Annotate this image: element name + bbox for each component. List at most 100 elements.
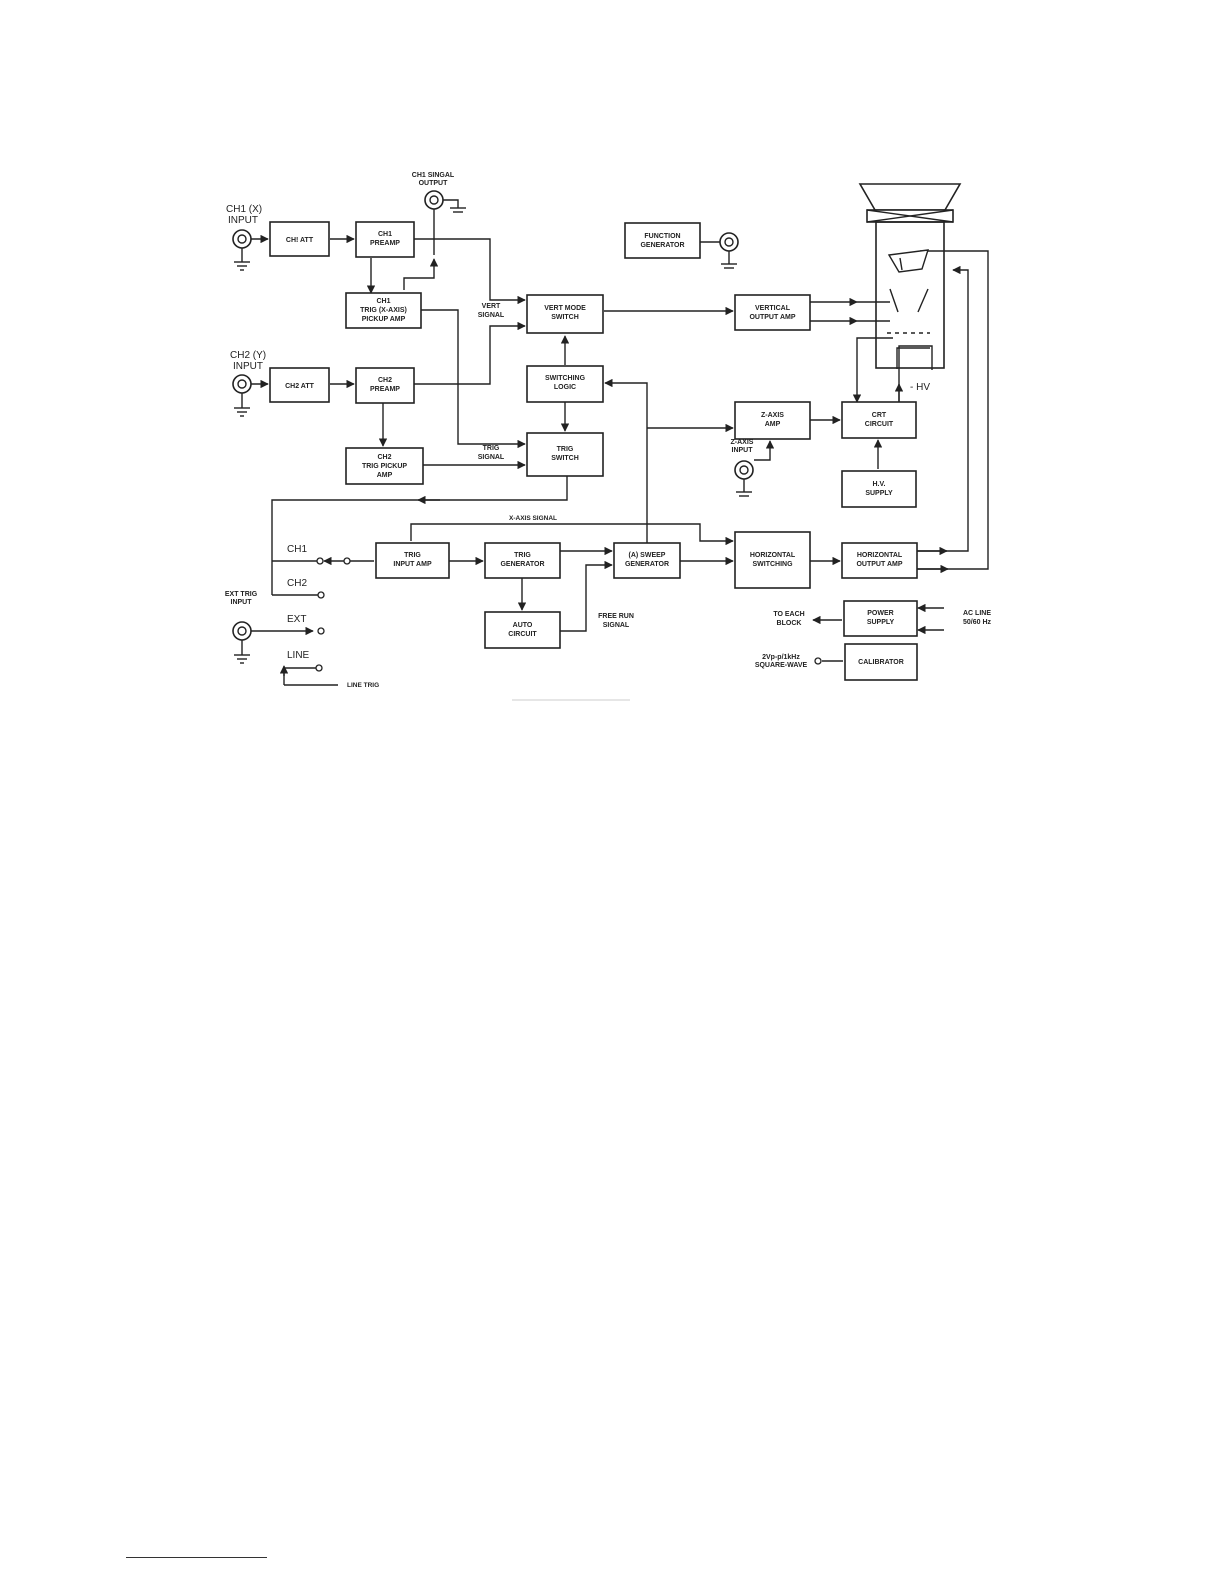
svg-text:INPUT AMP: INPUT AMP <box>393 561 432 568</box>
svg-text:CH2: CH2 <box>378 377 392 384</box>
block-ch2-att: CH2 ATT <box>269 367 330 403</box>
block-vert-mode-switch: VERT MODE SWITCH <box>526 294 604 334</box>
block-auto-circuit: AUTO CIRCUIT <box>484 611 561 649</box>
vert-signal-label-2: SIGNAL <box>478 312 505 319</box>
svg-text:FUNCTION: FUNCTION <box>644 233 680 240</box>
crt-tube-icon <box>858 183 962 369</box>
line-terminal-icon <box>315 664 323 672</box>
labels: CH1 (X) INPUT CH2 (Y) INPUT CH1 SINGAL O… <box>225 172 992 689</box>
z-axis-input-label-2: INPUT <box>732 447 754 454</box>
svg-text:Z-AXIS: Z-AXIS <box>761 412 784 419</box>
svg-text:CIRCUIT: CIRCUIT <box>508 631 537 638</box>
svg-text:SWITCHING: SWITCHING <box>545 375 586 382</box>
ext-trig-input-label-2: INPUT <box>231 599 253 606</box>
ac-line-label: AC LINE <box>963 610 991 617</box>
block-trig-switch: TRIG SWITCH <box>526 432 604 477</box>
block-crt-circuit: CRT CIRCUIT <box>841 401 917 439</box>
block-z-axis-amp: Z-AXIS AMP <box>734 401 811 440</box>
block-ch1-att: CH! ATT <box>269 221 330 257</box>
svg-text:CRT: CRT <box>872 412 887 419</box>
ch2-terminal-icon <box>317 591 325 599</box>
ch2-selector-label: CH2 <box>287 578 307 589</box>
svg-text:HORIZONTAL: HORIZONTAL <box>857 552 903 559</box>
svg-text:CH1: CH1 <box>378 231 392 238</box>
ch1-signal-output-label-2: OUTPUT <box>419 180 449 187</box>
svg-text:HORIZONTAL: HORIZONTAL <box>750 552 796 559</box>
svg-text:VERT MODE: VERT MODE <box>544 305 586 312</box>
svg-text:VERTICAL: VERTICAL <box>755 305 791 312</box>
ch1-input-label-2: INPUT <box>228 215 258 226</box>
free-run-signal-label-2: SIGNAL <box>603 622 630 629</box>
svg-text:SWITCH: SWITCH <box>551 314 579 321</box>
svg-text:SWITCHING: SWITCHING <box>752 561 793 568</box>
block-ch1-preamp: CH1 PREAMP <box>355 221 415 258</box>
svg-text:GENERATOR: GENERATOR <box>640 242 684 249</box>
svg-text:OUTPUT AMP: OUTPUT AMP <box>749 314 795 321</box>
svg-text:SUPPLY: SUPPLY <box>865 490 893 497</box>
connectors <box>232 190 822 672</box>
svg-text:GENERATOR: GENERATOR <box>500 561 544 568</box>
block-calibrator: CALIBRATOR <box>844 643 918 681</box>
svg-text:TRIG (X-AXIS): TRIG (X-AXIS) <box>360 307 407 314</box>
ch1-selector-label: CH1 <box>287 544 307 555</box>
svg-text:CH2: CH2 <box>377 454 391 461</box>
svg-text:SUPPLY: SUPPLY <box>867 619 895 626</box>
to-each-block-label-2: BLOCK <box>777 620 802 627</box>
hv-label: - HV <box>910 382 930 393</box>
svg-text:GENERATOR: GENERATOR <box>625 561 669 568</box>
z-axis-input-label: Z-AXIS <box>731 439 754 446</box>
vert-signal-label: VERT <box>482 303 501 310</box>
ch1-terminal-icon <box>316 557 324 565</box>
ext-terminal-icon <box>317 627 325 635</box>
svg-text:TRIG: TRIG <box>514 552 531 559</box>
svg-text:AMP: AMP <box>377 472 393 479</box>
ch2-input-bnc-icon <box>232 374 252 417</box>
line-label: LINE <box>287 650 310 661</box>
z-axis-input-bnc-icon <box>734 460 754 497</box>
ch1-signal-output-label: CH1 SINGAL <box>412 172 455 179</box>
calibrator-terminal-icon <box>814 657 822 665</box>
svg-text:LOGIC: LOGIC <box>554 384 576 391</box>
svg-text:POWER: POWER <box>867 610 893 617</box>
svg-text:CH2 ATT: CH2 ATT <box>285 383 315 390</box>
block-horizontal-switching: HORIZONTAL SWITCHING <box>734 531 811 589</box>
block-trig-generator: TRIG GENERATOR <box>484 542 561 579</box>
svg-text:CALIBRATOR: CALIBRATOR <box>858 659 904 666</box>
block-power-supply: POWER SUPPLY <box>843 600 918 637</box>
calibrator-output-label: 2Vp-p/1kHz <box>762 654 800 661</box>
block-vertical-output-amp: VERTICAL OUTPUT AMP <box>734 294 811 331</box>
trig-signal-label: TRIG <box>483 445 500 452</box>
ch2-input-label: CH2 (Y) <box>230 350 266 361</box>
svg-text:TRIG: TRIG <box>404 552 421 559</box>
ext-trig-input-label: EXT TRIG <box>225 591 258 598</box>
footnote-rule <box>126 1557 267 1558</box>
ch2-input-label-2: INPUT <box>233 361 263 372</box>
svg-text:TRIG: TRIG <box>557 446 574 453</box>
blocks: CH! ATT CH1 PREAMP CH1 TRIG (X-AXIS) PIC… <box>269 221 918 681</box>
ch1-signal-output-bnc-icon <box>424 190 466 213</box>
block-hv-supply: H.V. SUPPLY <box>841 470 917 508</box>
svg-text:PREAMP: PREAMP <box>370 240 400 247</box>
block-function-generator: FUNCTION GENERATOR <box>624 222 701 259</box>
svg-text:CH1: CH1 <box>376 298 390 305</box>
block-switching-logic: SWITCHING LOGIC <box>526 365 604 403</box>
block-trig-input-amp: TRIG INPUT AMP <box>375 542 450 579</box>
svg-text:CIRCUIT: CIRCUIT <box>865 421 894 428</box>
block-ch2-trig-pickup-amp: CH2 TRIG PICKUP AMP <box>345 447 424 485</box>
calibrator-output-label-2: SQUARE-WAVE <box>755 662 808 669</box>
block-ch1-trig-pickup-amp: CH1 TRIG (X-AXIS) PICKUP AMP <box>345 292 422 329</box>
block-sweep-generator: (A) SWEEP GENERATOR <box>613 542 681 579</box>
svg-text:H.V.: H.V. <box>873 481 886 488</box>
trig-signal-label-2: SIGNAL <box>478 454 505 461</box>
block-horizontal-output-amp: HORIZONTAL OUTPUT AMP <box>841 542 918 579</box>
svg-text:PICKUP AMP: PICKUP AMP <box>362 316 406 323</box>
svg-text:PREAMP: PREAMP <box>370 386 400 393</box>
svg-text:AUTO: AUTO <box>513 622 533 629</box>
ac-line-label-2: 50/60 Hz <box>963 619 992 626</box>
ch1-input-label: CH1 (X) <box>226 204 262 215</box>
svg-text:AMP: AMP <box>765 421 781 428</box>
signal-lines <box>251 209 989 686</box>
block-ch2-preamp: CH2 PREAMP <box>355 367 415 404</box>
svg-text:(A) SWEEP: (A) SWEEP <box>629 552 666 559</box>
